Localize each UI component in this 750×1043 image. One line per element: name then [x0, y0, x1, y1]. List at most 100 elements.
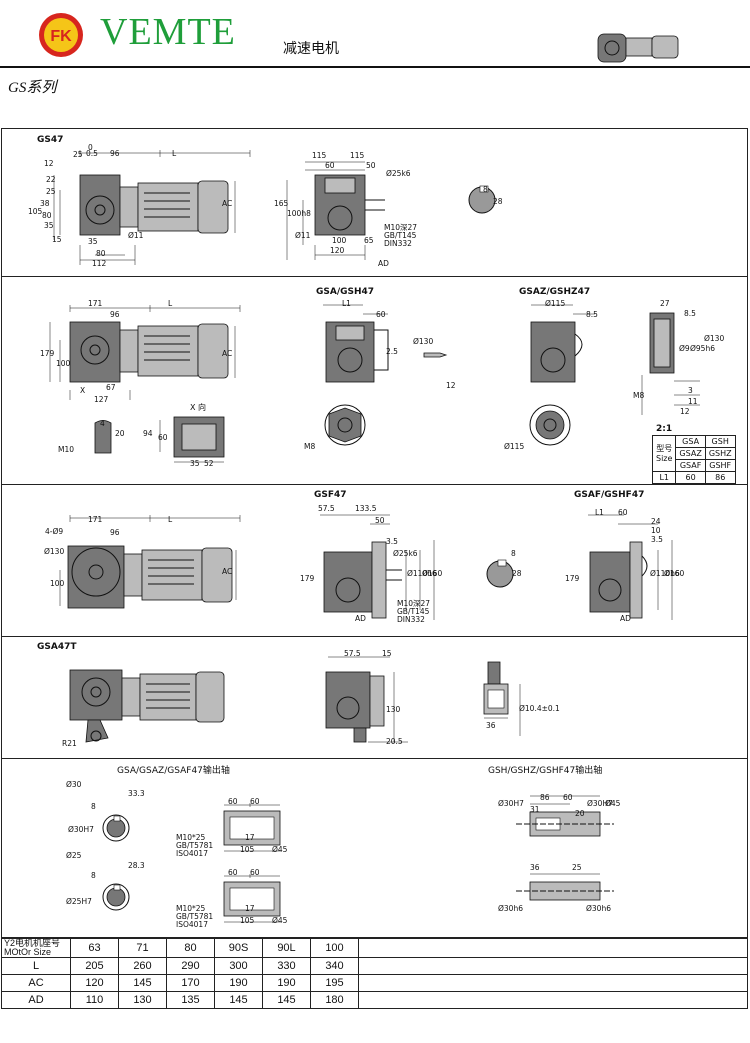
dim-label: AC: [222, 349, 233, 358]
size-cell: 60: [675, 471, 706, 484]
dim-label: X: [80, 386, 86, 395]
dim-label: Ø25: [66, 851, 82, 860]
dim-label: Ø110h6: [650, 569, 680, 578]
table-cell: 110: [70, 991, 119, 1009]
size-cell: GSAZ: [675, 447, 706, 460]
motor-size-cell: 90L: [262, 938, 311, 958]
section-divider: [1, 276, 748, 277]
dim-label: 52: [204, 459, 214, 468]
dim-label: 28: [493, 197, 503, 206]
dim-label: Ø30: [66, 780, 82, 789]
dim-label: 120: [330, 246, 345, 255]
dim-label: GB/T145: [384, 231, 417, 240]
hollow-shaft-25-end-view: [102, 883, 130, 911]
dim-label: 8.5: [586, 310, 598, 319]
dim-label: R21: [62, 739, 77, 748]
dim-label: 8.5: [684, 309, 696, 318]
dim-label: 60: [563, 793, 573, 802]
dim-label: 100: [332, 236, 347, 245]
dim-label: L1: [342, 299, 351, 308]
output-shaft-title-gsa: GSA/GSAZ/GSAF47输出轴: [117, 766, 230, 776]
dim-label: 171: [88, 515, 103, 524]
dim-label: 20: [115, 429, 125, 438]
dim-label: Ø30H7: [587, 799, 613, 808]
dim-label: Ø130: [704, 334, 725, 343]
gsaz47-shrink-disk: [529, 404, 571, 446]
dim-label: AD: [355, 614, 366, 623]
dim-label: 31: [530, 805, 540, 814]
dim-label: 25: [46, 187, 56, 196]
section-title-gsaf-gshf47: GSAF/GSHF47: [574, 490, 645, 500]
gsf47-front-view: [320, 514, 435, 620]
dim-label: 60: [618, 508, 628, 517]
dim-label: L1: [595, 508, 604, 517]
dim-label: 133.5: [355, 504, 377, 513]
dim-label: 60: [325, 161, 335, 170]
motor-table-filler: [358, 938, 748, 958]
dim-label: 22: [46, 175, 56, 184]
table-cell: 205: [70, 957, 119, 975]
size-cell: GSH: [704, 435, 736, 448]
table-cell: 260: [118, 957, 167, 975]
dim-label: 15: [382, 649, 392, 658]
dim-label: 12: [680, 407, 690, 416]
row-label: AC: [1, 974, 71, 992]
dim-label: Ø25k6: [393, 549, 418, 558]
gsa47-pin-detail: [423, 352, 448, 358]
gearmotor-thumbnail: [597, 33, 679, 63]
size-cell: GSA: [675, 435, 706, 448]
dim-label: AC: [222, 199, 233, 208]
gsa47t-front-view: [325, 656, 408, 743]
dim-label: 179: [300, 574, 315, 583]
dim-label: Ø160: [664, 569, 685, 578]
dim-label: Ø130: [44, 547, 65, 556]
dim-label: 130: [386, 705, 401, 714]
dim-label: L: [168, 299, 173, 308]
dim-label: Ø45: [272, 916, 288, 925]
dim-label: 60: [228, 797, 238, 806]
dim-label: 105: [240, 916, 255, 925]
dim-label: 17: [245, 904, 255, 913]
dim-label: 8: [483, 185, 488, 194]
dim-label: 50: [366, 161, 376, 170]
dim-label: Ø10.4±0.1: [519, 704, 560, 713]
dim-label: 80: [42, 211, 52, 220]
size-cell: GSHZ: [704, 447, 736, 460]
gsa47-torque-flange: [324, 404, 366, 446]
series-title: GS系列: [8, 80, 57, 96]
gsaf47-front-view: [588, 514, 673, 620]
gsf47-side-view: [59, 515, 241, 609]
dim-label: ISO4017: [176, 920, 208, 929]
dim-label: 96: [110, 528, 120, 537]
gsa47-x-view: [159, 416, 225, 463]
gsa47t-side-view: [69, 669, 225, 743]
dim-label: 4: [100, 419, 105, 428]
dim-label: 80: [96, 249, 106, 258]
dim-label: 27: [660, 299, 670, 308]
table-cell: 170: [166, 974, 215, 992]
dim-label: 25: [73, 150, 83, 159]
section-divider: [1, 758, 748, 759]
dim-label: Ø11: [128, 231, 144, 240]
dim-label: M8: [304, 442, 316, 451]
dim-label: M10: [58, 445, 75, 454]
dim-label: 86: [540, 793, 550, 802]
table-row: L 205 260 290 300 330 340: [1, 957, 748, 975]
gsa47-hollow-bolt-detail: [94, 420, 112, 454]
dim-label: 105: [240, 845, 255, 854]
dim-label: Ø30h6: [586, 904, 611, 913]
table-cell: 190: [262, 974, 311, 992]
gs47-side-view: [53, 150, 251, 265]
table-cell: 135: [166, 991, 215, 1009]
section-title-gs47: GS47: [37, 135, 64, 145]
table-row: Y2电机机座号 MOtOr Size 63 71 80 90S 90L 100: [1, 938, 748, 958]
dim-label: 35: [88, 237, 98, 246]
dim-label: AD: [378, 259, 389, 268]
gsaz47-section-view: [641, 312, 700, 415]
dim-label: 3.5: [651, 535, 663, 544]
dim-label: 105: [28, 207, 43, 216]
table-row: AD 110 130 135 145 145 180: [1, 991, 748, 1009]
dim-label: Ø115: [545, 299, 566, 308]
table-cell: 130: [118, 991, 167, 1009]
dim-label: 171: [88, 299, 103, 308]
